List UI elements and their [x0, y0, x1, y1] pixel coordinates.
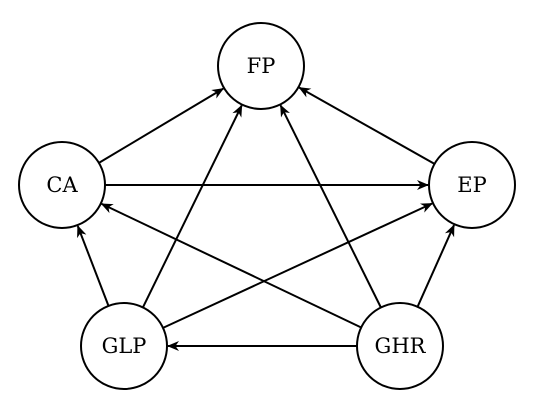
node-ca: CA [18, 141, 106, 229]
nodes-layer: FP CA EP GLP GHR [18, 22, 516, 390]
node-ep-label: EP [457, 173, 486, 197]
node-ep-circle [428, 141, 516, 229]
node-glp-circle [80, 302, 168, 390]
node-fp-circle [217, 22, 305, 110]
edge-ghr-to-ca-arrow [100, 202, 362, 329]
edge-glp-to-ep-arrow [162, 202, 434, 329]
node-ghr: GHR [356, 302, 444, 390]
edge-ghr-to-ep-arrow [416, 224, 455, 308]
edge-ep-to-fp-arrow [298, 86, 435, 165]
node-ghr-circle [356, 302, 444, 390]
edge-ghr-to-fp-arrow [279, 104, 382, 308]
node-glp-label: GLP [102, 334, 147, 358]
node-fp: FP [217, 22, 305, 110]
edge-glp-to-fp-arrow [142, 104, 243, 308]
edge-glp-to-ca-arrow [76, 225, 110, 307]
edge-ca-to-fp-arrow [98, 87, 225, 164]
node-glp: GLP [80, 302, 168, 390]
edges-layer [76, 86, 455, 351]
node-fp-label: FP [247, 54, 276, 78]
node-ca-circle [18, 141, 106, 229]
node-ca-label: CA [46, 173, 78, 197]
node-ep: EP [428, 141, 516, 229]
node-ghr-label: GHR [375, 334, 427, 358]
